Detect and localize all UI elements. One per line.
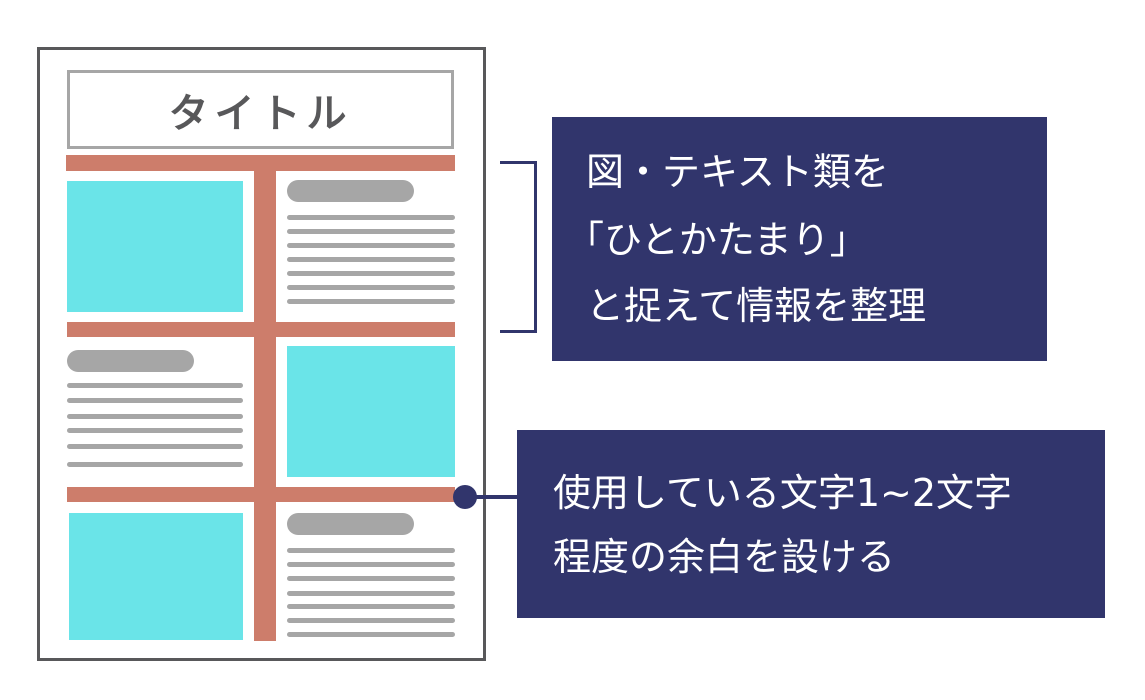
text-line xyxy=(287,591,455,596)
text-line xyxy=(287,562,455,567)
text-line xyxy=(67,462,243,467)
gutter-vertical xyxy=(254,155,276,641)
callout-margin: 使用している文字1~2文字 程度の余白を設ける xyxy=(517,430,1105,618)
text-line xyxy=(287,257,455,262)
text-line xyxy=(287,604,455,609)
text-line xyxy=(287,229,455,234)
title-text: タイトル xyxy=(168,90,353,137)
text-heading xyxy=(287,513,414,535)
connector-line xyxy=(470,495,520,499)
gutter-bottom xyxy=(67,487,455,502)
callout-line: 図・テキスト類を xyxy=(586,150,889,194)
text-line xyxy=(287,618,455,623)
text-line xyxy=(287,285,455,290)
image-block xyxy=(69,513,243,640)
gutter-middle xyxy=(67,322,455,337)
callout-grouping: 図・テキスト類を 「ひとかたまり」 と捉えて情報を整理 xyxy=(552,117,1047,361)
text-line xyxy=(67,383,243,388)
text-line xyxy=(287,548,455,553)
text-line xyxy=(287,215,455,220)
image-block xyxy=(67,181,243,312)
text-line xyxy=(67,444,243,449)
callout-line: と捉えて情報を整理 xyxy=(586,284,927,328)
text-line xyxy=(67,398,243,403)
text-line xyxy=(287,299,455,304)
text-line xyxy=(287,271,455,276)
text-heading xyxy=(67,350,194,372)
callout-line: 使用している文字1~2文字 xyxy=(553,471,1013,515)
callout-line: 程度の余白を設ける xyxy=(553,535,896,579)
text-line xyxy=(287,576,455,581)
text-line xyxy=(67,414,243,419)
bracket-icon xyxy=(500,161,537,333)
title-box: タイトル xyxy=(67,70,454,149)
text-line xyxy=(67,428,243,433)
callout-line: 「ひとかたまり」 xyxy=(566,218,868,262)
image-block xyxy=(287,346,455,477)
text-line xyxy=(287,632,455,637)
text-line xyxy=(287,243,455,248)
text-heading xyxy=(287,180,414,202)
